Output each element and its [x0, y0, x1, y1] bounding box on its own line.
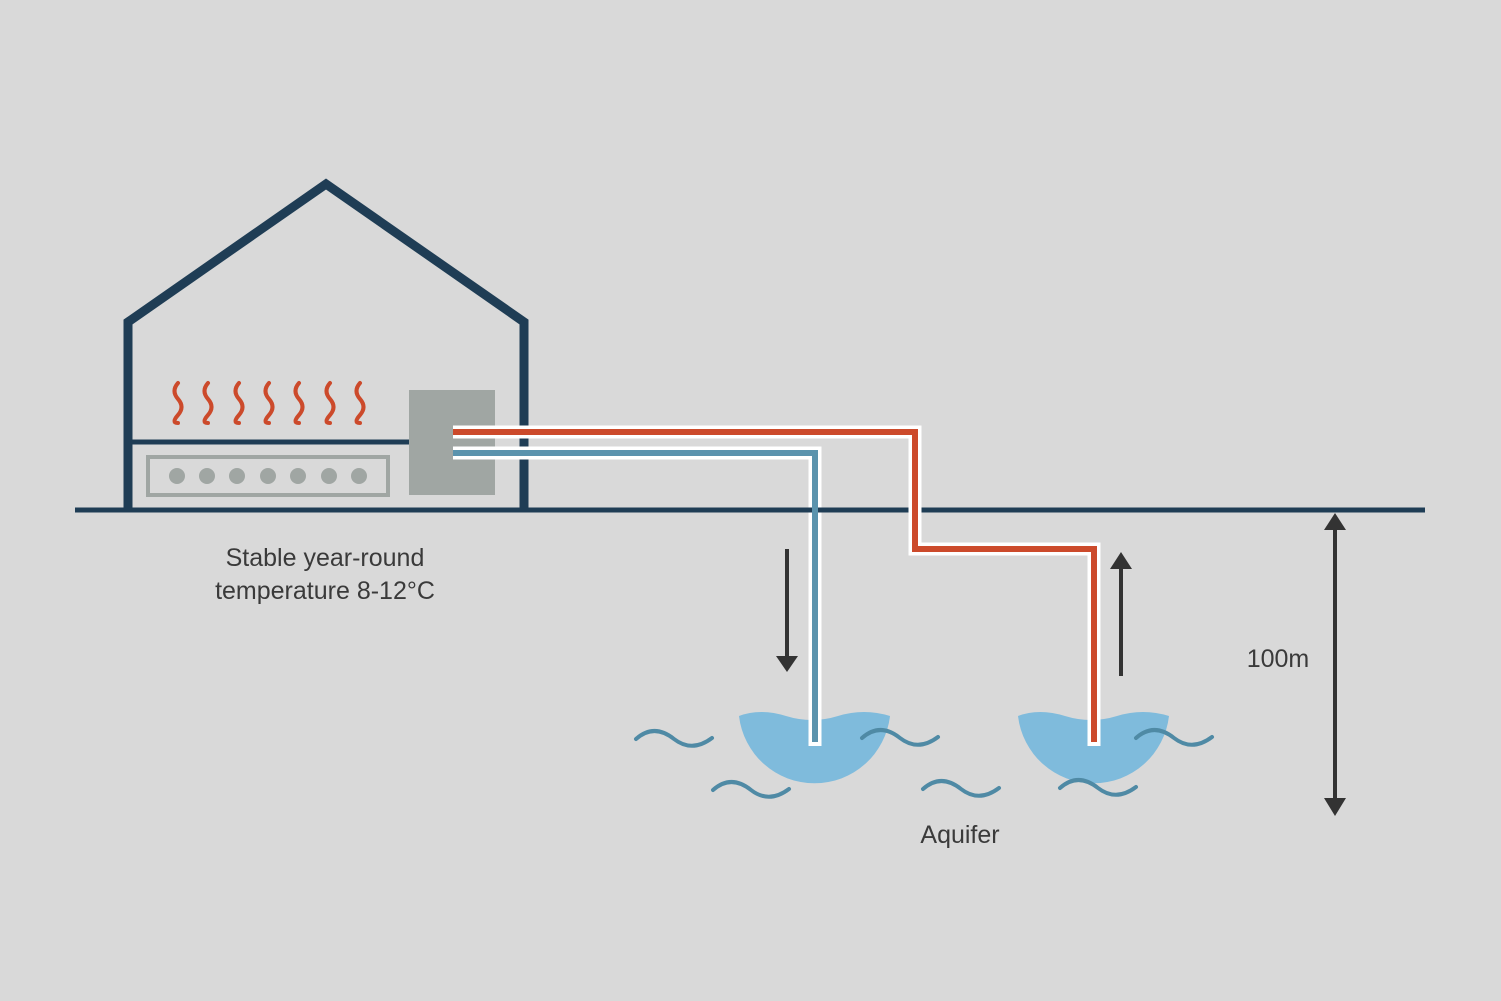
hot-pipe	[453, 429, 1097, 742]
house-outline	[123, 178, 529, 510]
aquifer-waves	[634, 728, 1214, 799]
cold-pipe-outline	[453, 446, 822, 746]
depth-label: 100m	[1246, 645, 1310, 673]
temperature-label-line1: Stable year-round	[225, 544, 425, 572]
cold-pipe	[453, 450, 818, 742]
temperature-label: Stable year-round temperature 8-12°C	[175, 542, 475, 608]
radiator-icon	[146, 455, 390, 497]
hot-pipe-outline	[453, 425, 1101, 746]
flow-down-arrow	[776, 549, 798, 672]
water-well-right	[1018, 712, 1169, 784]
double-arrow-depth	[1324, 513, 1346, 816]
heat-pump-icon	[409, 390, 495, 495]
flow-up-arrow	[1110, 552, 1132, 676]
aquifer-label: Aquifer	[920, 821, 1000, 849]
temperature-label-line2: temperature 8-12°C	[215, 577, 435, 605]
heat-waves-icon	[172, 381, 366, 425]
water-well-left	[739, 712, 890, 784]
